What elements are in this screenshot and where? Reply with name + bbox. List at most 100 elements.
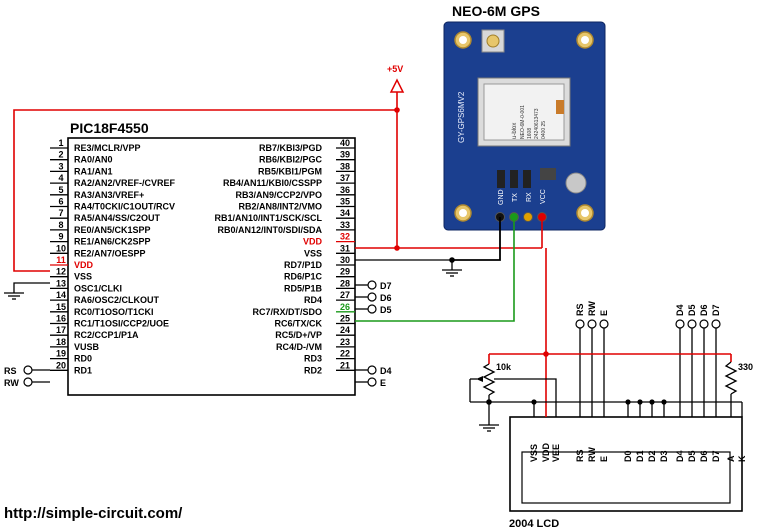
mcu-pin-number: 33 [340,220,350,230]
mcu-pin-name: RB1/AN10/INT1/SCK/SCL [214,213,322,223]
mcu-pin-number: 25 [340,314,350,324]
vcc-arrow-icon [389,78,405,93]
lcd-top-label: E [599,310,609,316]
lcd-connector-icon [687,319,697,329]
lcd-pin-label: D2 [647,450,657,462]
mcu-title: PIC18F4550 [70,120,149,136]
resistor-icon [724,361,738,395]
mcu-pin-number: 5 [58,185,63,195]
lcd-top-label: RS [575,303,585,316]
mcu-pin-name: RB3/AN9/CCP2/VPO [235,190,322,200]
mcu-pin-number: 1 [58,138,63,148]
lcd-connector-icon [675,319,685,329]
mcu-pin-number: 34 [340,208,350,218]
mcu-pin-number: 18 [56,337,66,347]
mcu-pin-name: VDD [74,260,94,270]
mcu-pin-name: RD2 [304,365,322,375]
mcu-pin-number: 23 [340,337,350,347]
lcd-connector-icon [575,319,585,329]
lcd-top-label: RW [587,301,597,316]
mcu-pin-name: OSC1/CLKI [74,283,122,293]
mcu-pin-name: RB0/AN12/INT0/SDI/SDA [217,225,322,235]
mcu-pin-name: RC7/RX/DT/SDO [252,307,322,317]
gps-board-label: GY-GPS6MV2 [457,91,466,143]
mcu-pin-number: 13 [56,278,66,288]
lcd-module: 2004 LCD [509,416,743,530]
lcd-pin-label: E [599,456,609,462]
mcu-pin-name: RB2/AN8/INT2/VMO [238,202,322,212]
resistor-label: 330 [738,362,753,372]
mcu-pin-number: 12 [56,267,66,277]
mcu-pin-number: 38 [340,161,350,171]
footer-url: http://simple-circuit.com/ [4,505,183,522]
lcd-pin-label: VDD [541,442,551,462]
mcu-pin-number: 10 [56,243,66,253]
lcd-pin-label: RS [575,449,585,462]
mcu-pin-number: 26 [340,302,350,312]
mcu-pin-number: 35 [340,197,350,207]
mcu-pin-number: 4 [58,173,63,183]
mcu-pin-name: RB7/KBI3/PGD [259,143,323,153]
mcu-pin-name: VSS [74,272,92,282]
mcu-pin-name: RD3 [304,354,322,364]
d5-connector-icon [367,304,377,314]
lcd-top-label: D4 [675,304,685,316]
svg-text:NEO-6M-0-001: NEO-6M-0-001 [520,105,526,139]
mcu-pin-number: 14 [56,290,66,300]
mcu-pin-number: 11 [56,255,66,265]
lcd-pin-label: K [737,455,747,462]
mcu-pin-name: RC0/T1OSO/T1CKI [74,307,154,317]
mcu-pin-number: 39 [340,150,350,160]
svg-text:0400 25: 0400 25 [541,121,547,139]
gps-pin-tx: TX [512,193,519,202]
lcd-pin-label: RW [587,447,597,462]
mcu-pin-number: 7 [58,208,63,218]
svg-text:D5: D5 [380,305,392,315]
mcu-pin-number: 22 [340,349,350,359]
lcd-title: 2004 LCD [509,518,559,530]
gps-chip-label: u-blox NEO-6M-0-001 1608 24240613473 040… [512,105,547,139]
mcu-body [67,137,356,396]
lcd-pin-label: D4 [675,450,685,462]
lcd-pin-label: D7 [711,450,721,462]
mcu-pin-number: 15 [56,302,66,312]
mcu-pin-number: 21 [340,360,350,370]
mcu-pin-number: 6 [58,197,63,207]
mcu-pin-number: 31 [340,243,350,253]
mcu-pin-name: RC4/D-/VM [276,342,322,352]
lcd-connector-icon [587,319,597,329]
lcd-top-label: D7 [711,304,721,316]
gps-pin-gnd: GND [498,189,505,205]
d7-connector-icon [367,280,377,290]
lcd-connector-icon [711,319,721,329]
d6-connector-icon [367,292,377,302]
svg-text:D7: D7 [380,281,392,291]
pot-label: 10k [496,362,512,372]
mcu-pin-name: RC2/CCP1/P1A [74,330,139,340]
lcd-pin-label: D3 [659,450,669,462]
mcu-pin-name: RA2/AN2/VREF-/CVREF [74,178,176,188]
mcu-pin-name: RD4 [304,295,322,305]
mcu-pin-name: RB6/KBI2/PGC [259,155,323,165]
mcu-pin-name: RC6/TX/CK [274,319,322,329]
mcu-pin-name: VDD [303,237,323,247]
lcd-connector-icon [599,319,609,329]
mcu-pin-number: 40 [340,138,350,148]
mcu-pin-name: RC1/T1OSI/CCP2/UOE [74,319,169,329]
mcu-pin-name: RA4/T0CKI/C1OUT/RCV [74,202,175,212]
mcu-pin-number: 2 [58,150,63,160]
gps-tx-wire [355,217,515,322]
mcu-pin-number: 29 [340,267,350,277]
mcu-pin-number: 36 [340,185,350,195]
mcu-pin-name: RA0/AN0 [74,155,113,165]
mcu-pin-number: 9 [58,232,63,242]
svg-text:u-blox: u-blox [512,123,518,139]
mcu-pin-number: 28 [340,278,350,288]
mcu-right-pins: 40RB7/KBI3/PGD39RB6/KBI2/PGC38RB5/KBI1/P… [214,138,355,375]
mcu-pin-number: 32 [340,232,350,242]
mcu-pin-number: 37 [340,173,350,183]
lcd-pin-label: D1 [635,450,645,462]
mcu-pin-name: RD6/P1C [284,272,323,282]
